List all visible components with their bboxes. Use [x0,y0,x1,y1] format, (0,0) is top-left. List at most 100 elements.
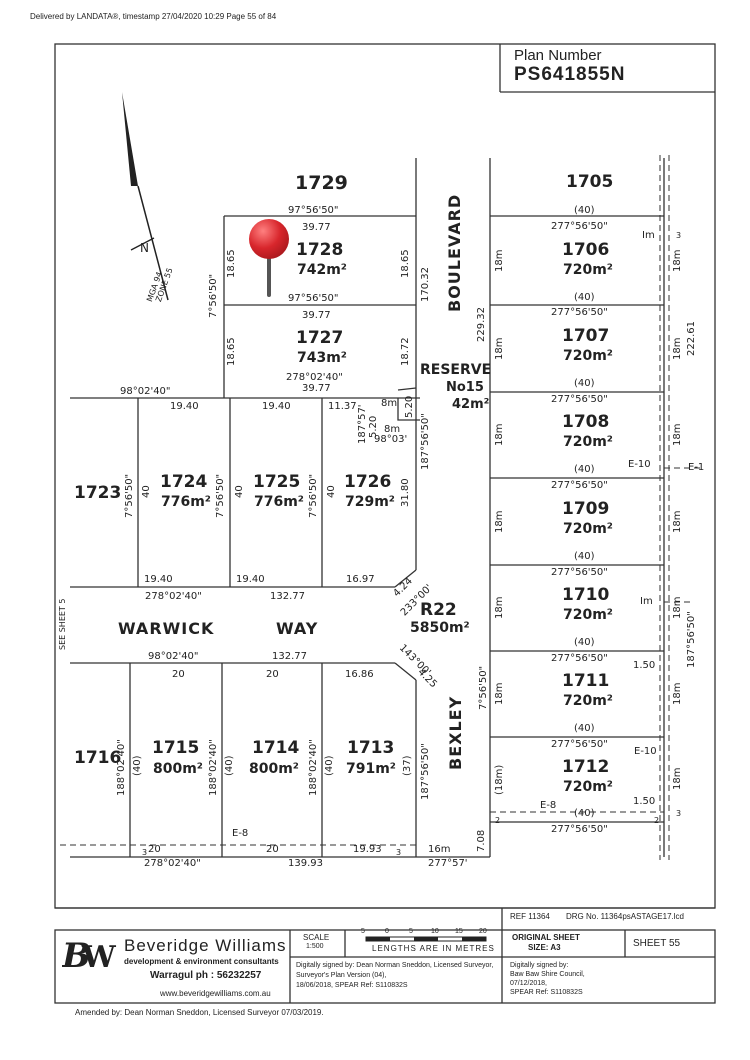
dim: 39.77 [302,222,331,233]
svg-text:N: N [140,241,149,255]
signature-council-name: Baw Baw Shire Council, [510,971,585,978]
dim: 97°56'50" [288,205,339,216]
dim: 222.61 [686,321,697,356]
dim: (40) [574,808,595,819]
dim: 18m [672,596,683,619]
sheet-size: SIZE: A3 [528,943,561,952]
dim: 7.08 [476,829,487,852]
area-1726: 729m² [345,494,395,510]
dim: 20 [148,844,161,855]
dim: 3 [142,848,148,857]
area-1725: 776m² [254,494,304,510]
amendment-note: Amended by: Dean Norman Sneddon, License… [75,1008,324,1017]
area-1727: 743m² [297,350,347,366]
dim: 40 [141,485,152,498]
lot-1727: 1727 [296,328,344,348]
scale-tick: 20 [479,928,487,935]
dim: 2 [654,816,660,825]
dim: 187°56'50" [686,611,697,668]
reserve-number: No15 [446,380,484,395]
lot-1714: 1714 [252,738,300,758]
dim: (40) [574,292,595,303]
dim: 39.77 [302,383,331,394]
area-1711: 720m² [563,693,613,709]
dim: 19.93 [353,844,382,855]
scale-tick: 5 [409,928,413,935]
scale-tick: 10 [431,928,439,935]
lot-1708: 1708 [562,412,610,432]
lot-1710: 1710 [562,585,610,605]
location-pin-icon[interactable] [249,219,289,299]
dim: 277°56'50" [551,394,608,405]
lot-1729: 1729 [295,172,348,194]
dim: 20 [266,844,279,855]
dim: 16m [428,844,451,855]
dim: 278°02'40" [144,858,201,869]
scale-label: SCALE [303,933,330,942]
signature-council: Digitally signed by: [510,962,569,969]
company-name: Beveridge Williams [124,936,287,955]
dim: 16.97 [346,574,375,585]
road-bexley: BEXLEY [446,695,465,770]
dim: 8m [381,398,398,409]
dim: 19.40 [236,574,265,585]
dim: 3 [676,809,682,818]
dim: 18m [672,510,683,533]
original-sheet-label: ORIGINAL SHEET [512,933,580,942]
dim: 7°56'50" [308,473,319,518]
easement-e10: E-10 [634,746,657,757]
area-1706: 720m² [563,262,613,278]
area-1728: 742m² [297,262,347,278]
easement-e1: E-1 [688,462,705,473]
sheet-number: SHEET 55 [633,938,681,949]
dim: 98°02'40" [120,386,171,397]
area-1709: 720m² [563,521,613,537]
dim: (40) [132,755,143,776]
dim: 1.50 [633,660,656,671]
dim: (40) [574,723,595,734]
dim: 20 [172,669,185,680]
dim: Im [640,596,653,607]
dim: 188°02'40" [308,739,319,796]
ref-number: REF 11364 [510,912,550,921]
drawing-number: DRG No. 11364psASTAGE17.lcd [566,912,684,921]
lot-1728: 1728 [296,240,344,260]
dim: 132.77 [272,651,307,662]
scale-caption: LENGTHS ARE IN METRES [372,944,495,953]
dim: 18.65 [226,249,237,278]
scale-value: 1:500 [306,943,324,950]
area-1710: 720m² [563,607,613,623]
dim: 2 [495,816,501,825]
area-1714: 800m² [249,761,299,777]
dim: (40) [224,755,235,776]
plan-number-label: Plan Number [514,47,602,64]
dim: Im [642,230,655,241]
see-sheet-note: SEE SHEET 5 [58,598,67,650]
lot-1715: 1715 [152,738,200,758]
dim: (18m) [494,764,505,795]
dim: 18m [494,423,505,446]
svg-text:W: W [81,940,117,974]
company-phone: Warragul ph : 56232257 [150,970,262,981]
dim: 18m [494,682,505,705]
dim: 277°56'50" [551,480,608,491]
dim: 277°56'50" [551,653,608,664]
dim: 18m [494,337,505,360]
dim: (37) [402,755,413,776]
dim: 18.65 [226,337,237,366]
delivery-stamp: Delivered by LANDATA®, timestamp 27/04/2… [30,12,277,21]
lot-1726: 1726 [344,472,392,492]
north-arrow-icon: N [122,92,169,301]
scale-tick: 0 [385,928,389,935]
dim: 187°56'50" [420,413,431,470]
dim: 277°56'50" [551,824,608,835]
dim: 132.77 [270,591,305,602]
svg-text:B: B [62,936,91,974]
dim: 7°56'50" [208,273,219,318]
lot-1706: 1706 [562,240,610,260]
lot-1705: 1705 [566,172,614,192]
lot-1725: 1725 [253,472,301,492]
company-website[interactable]: www.beveridgewilliams.com.au [160,989,271,998]
signature-council-date: 07/12/2018, [510,980,547,987]
dim: 277°56'50" [551,221,608,232]
